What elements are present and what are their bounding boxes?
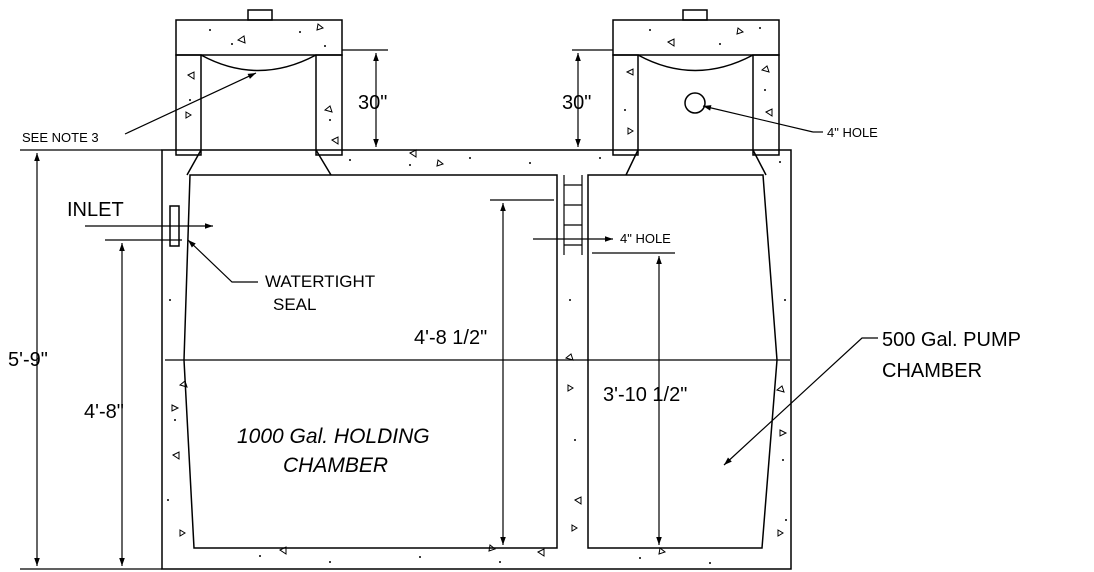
riser-left-hopper [186, 149, 332, 176]
holding-chamber-label-line2: CHAMBER [283, 454, 388, 477]
riser-right-lid-curve [637, 54, 754, 72]
riser-left-lid-curve [200, 54, 317, 72]
riser-right-hopper [625, 149, 767, 176]
seal-label-line2: SEAL [273, 295, 316, 314]
see-note-label: SEE NOTE 3 [22, 130, 99, 145]
baffle-hole-label: 4" HOLE [620, 231, 671, 246]
riser-left-cap [247, 9, 273, 21]
pump-chamber-label-line2: CHAMBER [882, 360, 982, 382]
concrete-aggregate [171, 23, 788, 557]
riser-right-wall-left [612, 54, 639, 156]
riser-left-lid [175, 19, 343, 56]
concrete-speckle [167, 27, 787, 564]
riser-left-height-label: 30" [358, 92, 387, 114]
holding-chamber-cavity [183, 174, 558, 549]
holding-depth-label: 4'-8 1/2" [414, 327, 487, 349]
pump-chamber-label-line1: 500 Gal. PUMP [882, 329, 1021, 351]
tank-outer-wall [161, 149, 792, 570]
pump-depth-label: 3'-10 1/2" [603, 384, 687, 406]
riser-right-cap [682, 9, 708, 21]
seal-leader [187, 239, 258, 283]
riser-left-wall-left [175, 54, 202, 156]
holding-chamber-label-line1: 1000 Gal. HOLDING [237, 425, 430, 448]
inlet-label: INLET [67, 199, 124, 221]
riser-right-hole [684, 92, 706, 114]
riser-left-wall-right [315, 54, 343, 156]
riser-right-lid [612, 19, 780, 56]
riser-right-height-label: 30" [562, 92, 591, 114]
riser-hole-label: 4" HOLE [827, 125, 878, 140]
pump-chamber-leader [723, 337, 878, 466]
inlet-height-label: 4'-8" [84, 401, 124, 423]
pump-chamber-cavity [587, 174, 778, 549]
riser-hole-leader [702, 105, 814, 133]
seal-label-line1: WATERTIGHT [265, 272, 375, 291]
riser-right-wall-right [752, 54, 780, 156]
baffle-rungs [563, 175, 583, 255]
overall-height-label: 5'-9" [8, 349, 48, 371]
see-note-leader [124, 72, 257, 135]
